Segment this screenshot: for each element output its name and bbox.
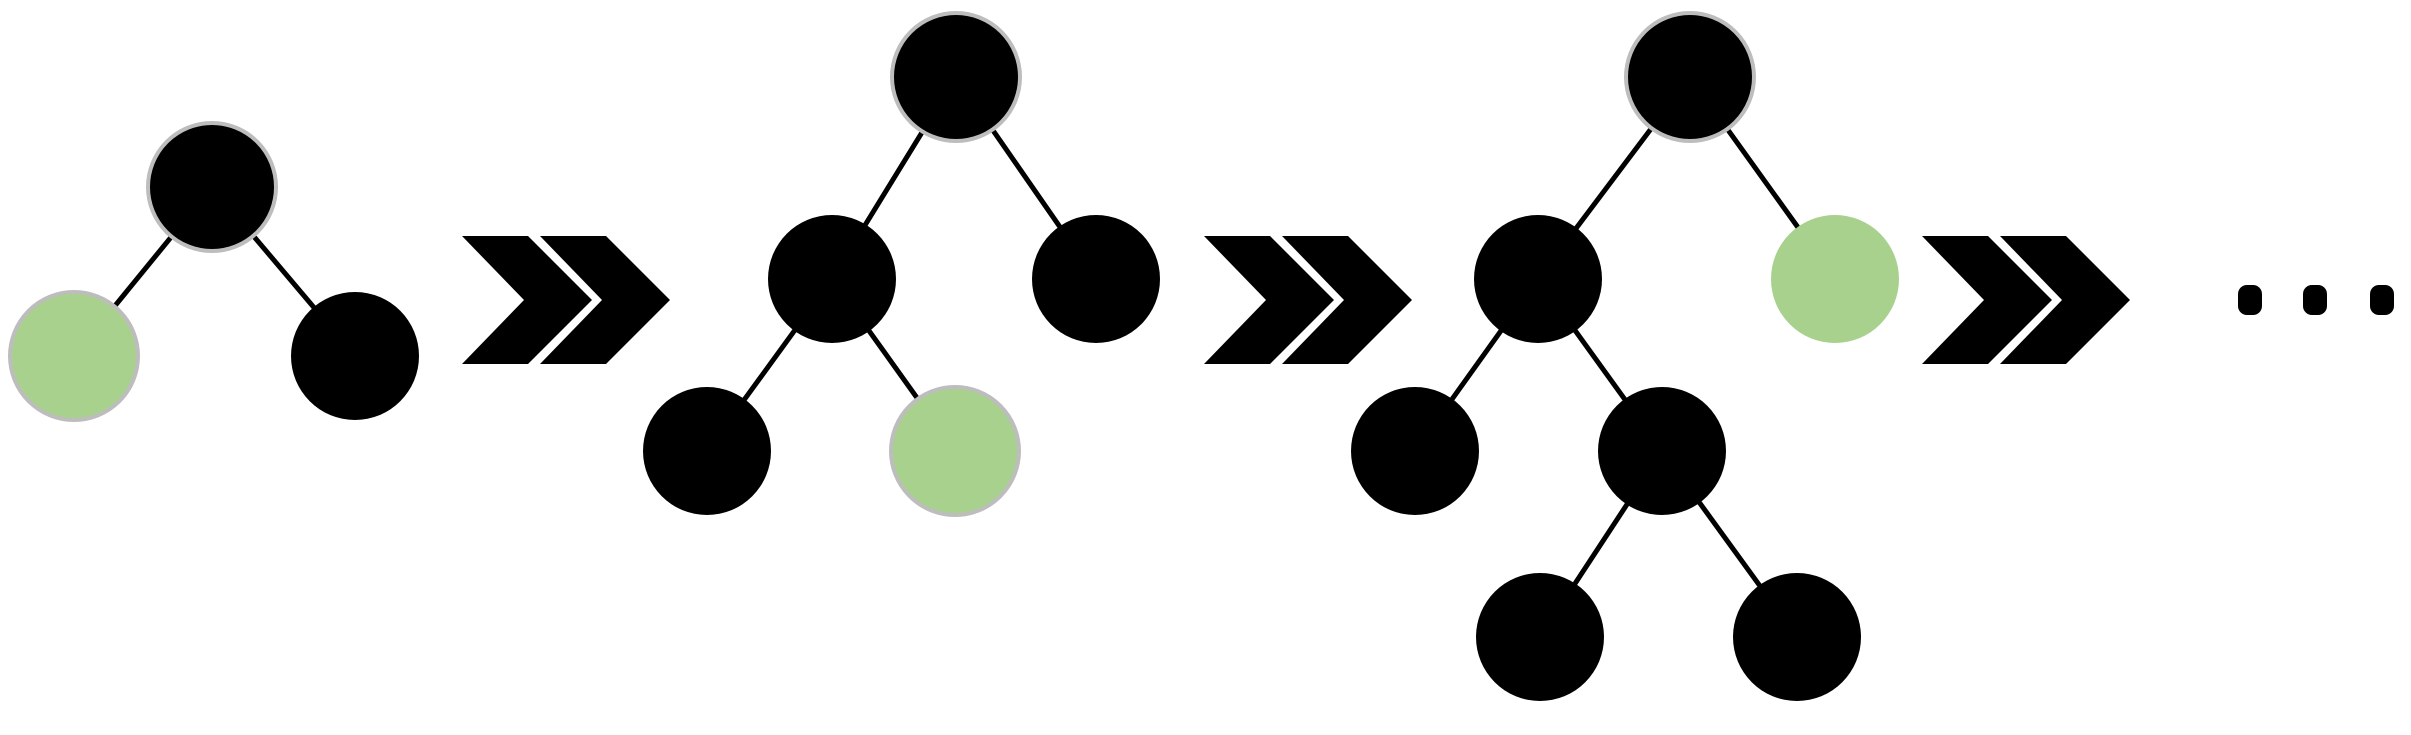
new-tree-node [889,385,1021,517]
tree-edge [738,323,801,407]
tree-edge [1693,495,1766,593]
double-chevron-right-icon [1204,236,1412,364]
tree-node [643,387,771,515]
double-chevron-right-icon [1922,236,2130,364]
tree-edge [863,323,924,407]
chevron-icon [2000,236,2130,364]
chevron-icon [1204,236,1334,364]
tree-edge [1721,121,1804,235]
tree-step-2 [643,11,1160,517]
edge-group [1446,120,1804,593]
tree-edge [986,122,1066,234]
edge-group [738,122,1066,407]
tree-node [1624,11,1756,143]
tree-edge [246,228,321,315]
tree-edge [1569,496,1633,592]
chevron-icon [540,236,670,364]
new-tree-node [8,290,140,422]
double-chevron-right-icon [462,236,670,364]
node-group [1351,11,1899,701]
edge-group [108,228,321,315]
tree-node [1598,387,1726,515]
tree-node [1476,573,1604,701]
ellipsis-dot [2238,285,2262,315]
tree-step-1 [8,121,419,422]
ellipsis-dot [2370,285,2394,315]
tree-edge [1570,120,1658,236]
tree-node [291,292,419,420]
tree-edge [108,229,178,314]
tree-step-3 [1351,11,1899,701]
tree-node [768,215,896,343]
chevron-icon [1282,236,1412,364]
tree-edge [1446,323,1507,407]
chevron-icon [462,236,592,364]
ellipsis-icon [2238,285,2394,315]
tree-node [1474,215,1602,343]
tree-edge [1569,323,1631,407]
chevron-icon [1922,236,2052,364]
node-group [643,11,1160,517]
ellipsis-dot [2303,285,2327,315]
tree-node [1351,387,1479,515]
new-tree-node [1771,215,1899,343]
tree-edge [859,123,929,233]
node-group [8,121,419,422]
tree-node [1032,215,1160,343]
tree-node [1733,573,1861,701]
tree-node [890,11,1022,143]
tree-node [146,121,278,253]
